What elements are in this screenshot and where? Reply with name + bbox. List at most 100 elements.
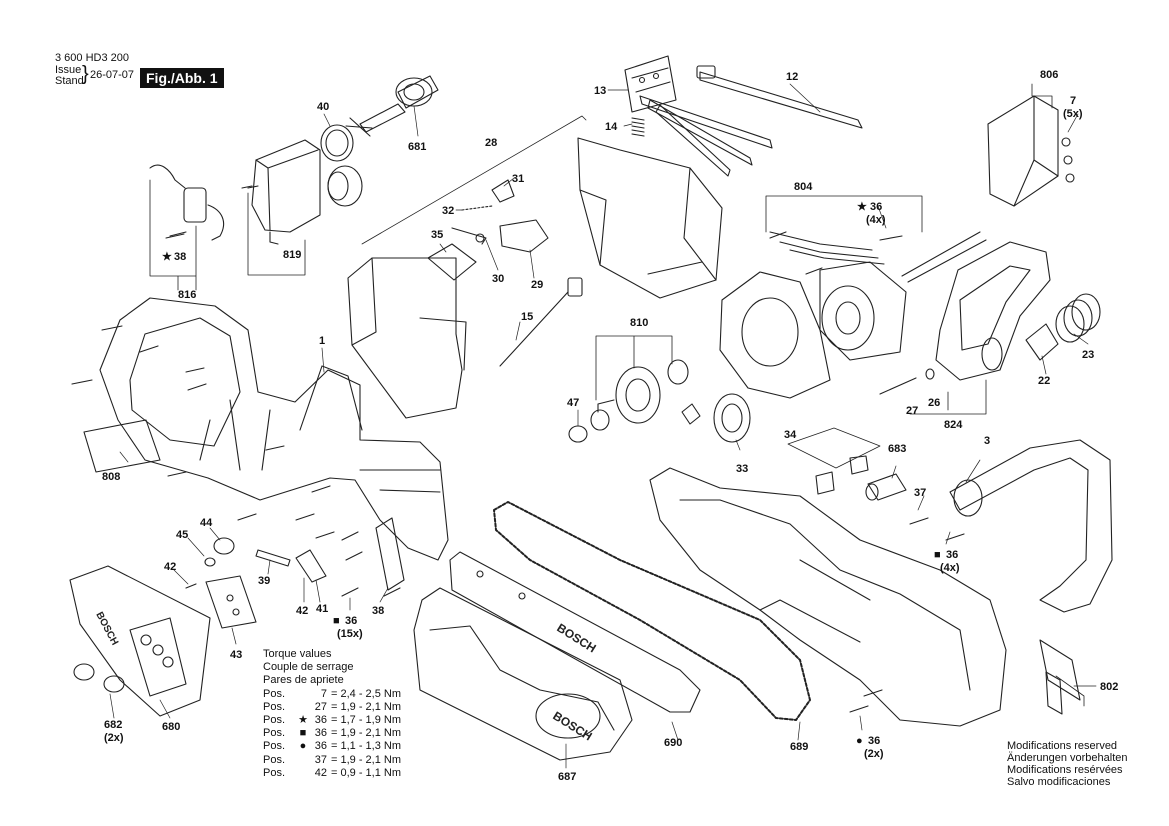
callout-22: 22 (1038, 375, 1050, 387)
callout-14: 14 (605, 121, 618, 133)
bracket-line-806 (1031, 83, 1053, 109)
callout-802: 802 (1100, 681, 1118, 693)
callout-689: 689 (790, 741, 808, 753)
torque-row: Pos.27= 1,9 - 2,1 Nm (263, 700, 402, 713)
callout-26: 26 (928, 397, 940, 409)
brace: } (82, 63, 89, 85)
torque-table: Torque values Couple de serrage Pares de… (263, 648, 401, 780)
callout-816: 816 (178, 289, 196, 301)
callout-23: 23 (1082, 349, 1094, 361)
callout-40: 40 (317, 101, 329, 113)
callout-36b-qty: (15x) (337, 628, 363, 640)
callout-29: 29 (531, 279, 543, 291)
callout-7: 7 (1070, 95, 1076, 107)
cable-part-15 (499, 277, 583, 367)
callout-13: 13 (594, 85, 606, 97)
knob-part-683 (865, 473, 907, 501)
saw-chain-part-689 (493, 501, 811, 721)
ring-part-47 (568, 425, 588, 443)
bracket-line-34 (787, 427, 881, 469)
callout-41: 41 (316, 603, 328, 615)
callout-7-qty: (5x) (1063, 108, 1083, 120)
torque-row: Pos.●36= 1,1 - 1,3 Nm (263, 740, 402, 753)
callout-44: 44 (200, 517, 213, 529)
figure-label: Fig./Abb. 1 (140, 68, 224, 88)
callout-42a: 42 (164, 561, 176, 573)
wire-bar-part-12 (696, 65, 863, 129)
callout-47: 47 (567, 397, 579, 409)
chain-guard-part-687 (413, 587, 633, 761)
callout-680: 680 (162, 721, 180, 733)
callout-36b: 36 (345, 615, 357, 627)
callout-34: 34 (784, 429, 797, 441)
modifications-es: Salvo modificaciones (1007, 776, 1111, 788)
callout-38a: 38 (174, 251, 186, 263)
spring-part-32 (461, 205, 493, 211)
bracket-line-816 (149, 179, 197, 291)
callout-690: 690 (664, 737, 682, 749)
star-38: ★ (162, 251, 172, 263)
torque-title-en: Torque values (263, 648, 332, 660)
chain-cover-part-680 (69, 565, 211, 717)
callout-30: 30 (492, 273, 504, 285)
screws-main (71, 185, 965, 713)
gear-part-33 (681, 393, 751, 443)
callout-37: 37 (914, 487, 926, 499)
torque-row: Pos.★36= 1,7 - 1,9 Nm (263, 714, 402, 727)
main-housing-part-1 (99, 297, 449, 561)
callout-33: 33 (736, 463, 748, 475)
callout-810: 810 (630, 317, 648, 329)
callout-39: 39 (258, 575, 270, 587)
callout-819: 819 (283, 249, 301, 261)
tensioner-part-39 (255, 549, 291, 567)
oil-tank-part-819 (247, 139, 363, 245)
cover-brand: BOSCH (93, 610, 120, 647)
torque-title-fr: Couple de serrage (263, 661, 354, 674)
clip-part-34 (815, 455, 869, 495)
torque-title-es: Pares de apriete (263, 674, 344, 687)
bracket-line-819 (247, 192, 306, 276)
callout-15: 15 (521, 311, 533, 323)
callout-1: 1 (319, 335, 325, 347)
square-36c: ■ (934, 549, 941, 561)
bracket-line-802 (1055, 675, 1097, 707)
motor-part-804 (719, 231, 987, 399)
screw-part-42 (185, 583, 197, 589)
issue-date: 26-07-07 (90, 69, 135, 81)
adjuster-part-41 (295, 549, 327, 583)
stand-label: Stand (55, 75, 84, 87)
front-handle-part-3 (949, 439, 1113, 613)
rear-handle-part-824 (925, 241, 1051, 381)
bracket-line-28 (361, 115, 587, 245)
circle-36: ● (856, 735, 863, 747)
spring-part-23 (1055, 293, 1101, 343)
oil-line-part-816 (149, 164, 225, 241)
lever-part-30 (451, 227, 487, 245)
callout-683: 683 (888, 443, 906, 455)
gear-assembly-part-810 (590, 359, 689, 431)
plate-part-35 (427, 243, 477, 281)
callout-38b: 38 (372, 605, 384, 617)
callout-36d: 36 (868, 735, 880, 747)
callout-27: 27 (906, 405, 918, 417)
leader-lines (109, 83, 1089, 769)
seal-ring-part-40 (320, 124, 354, 162)
spring-part-14 (631, 117, 645, 137)
callout-42b: 42 (296, 605, 308, 617)
callout-824: 824 (944, 419, 963, 431)
callout-12: 12 (786, 71, 798, 83)
callout-36c-qty: (4x) (940, 562, 960, 574)
trigger-part-29 (499, 219, 549, 253)
torque-row: Pos.7= 2,4 - 2,5 Nm (263, 687, 402, 700)
lower-housing-part-right (649, 467, 1007, 727)
label-part-802 (1039, 639, 1081, 715)
callout-687: 687 (558, 771, 576, 783)
callout-36a-qty: (4x) (866, 214, 886, 226)
callout-681: 681 (408, 141, 426, 153)
modifications-en: Modifications reserved (1007, 740, 1118, 752)
callout-35: 35 (431, 229, 443, 241)
housing-part-28 (347, 137, 723, 419)
lever-part-31 (491, 179, 515, 203)
